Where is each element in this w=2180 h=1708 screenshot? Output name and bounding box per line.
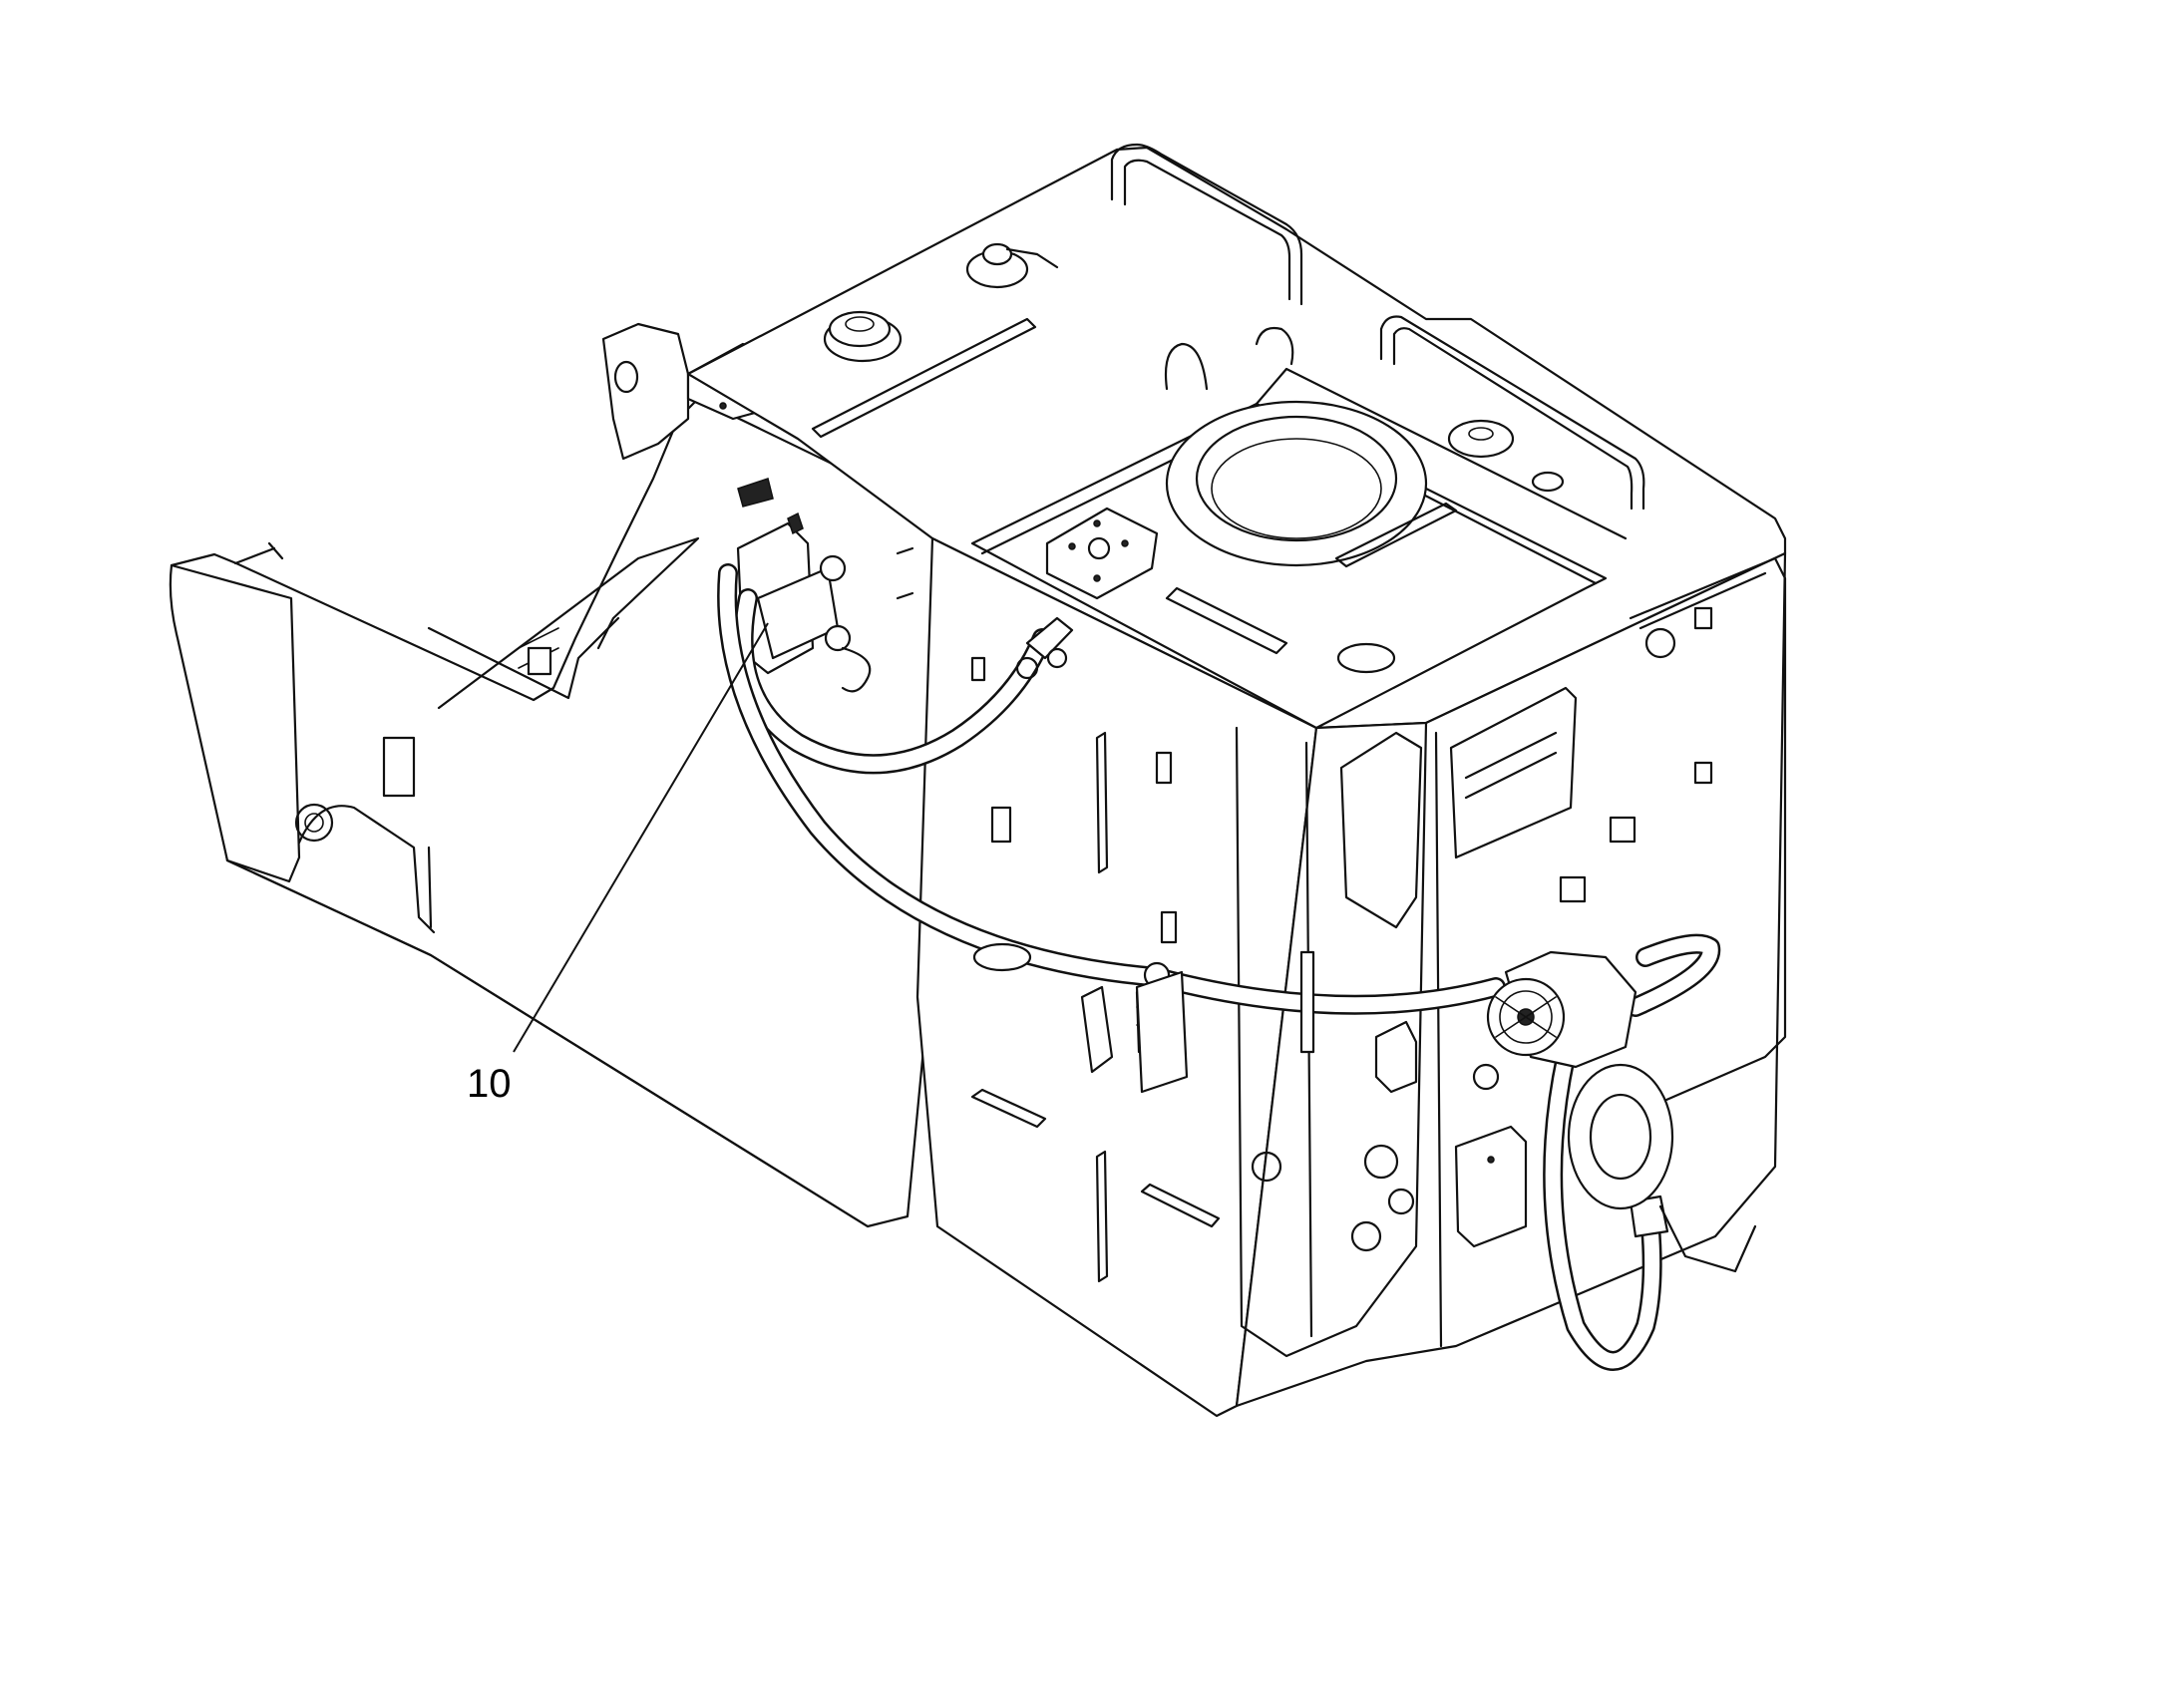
front-face-details [896, 546, 1315, 1283]
hose-2 [717, 563, 1167, 987]
top-right-fittings [1164, 326, 1565, 493]
manhole-ring [1165, 400, 1428, 567]
valve-block [736, 478, 872, 693]
breather [965, 242, 1059, 289]
filler-cap [823, 310, 903, 363]
pump [1486, 950, 1637, 1069]
side-panel-details [1251, 556, 1787, 1273]
handles [1110, 143, 1645, 511]
callout-label-10: 10 [467, 1062, 512, 1106]
hose-3 [1147, 967, 1506, 1015]
callout-leader-line [513, 622, 769, 1053]
port-flange-top [1045, 507, 1159, 600]
top-slots [811, 317, 1458, 674]
rear-frame [169, 397, 959, 1228]
hose-4 [1626, 933, 1721, 1017]
hose-5 [1543, 1047, 1662, 1371]
